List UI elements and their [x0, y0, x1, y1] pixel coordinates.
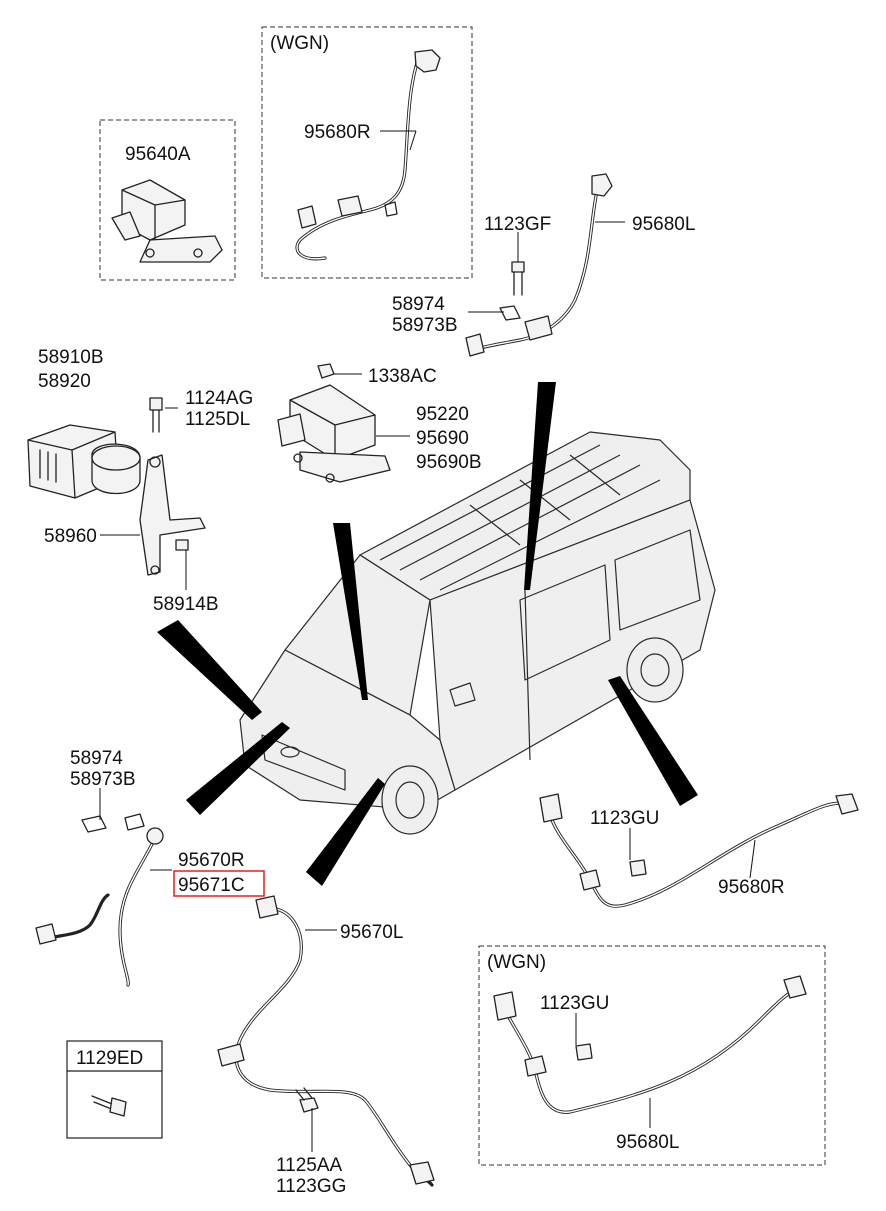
- label-95680L-top: 95680L: [632, 214, 695, 235]
- control-module-95220: [277, 363, 391, 483]
- label-1129ED: 1129ED: [76, 1048, 143, 1069]
- pointer-wedge-2: [333, 523, 368, 700]
- label-58973B-top: 58973B: [392, 315, 458, 336]
- label-1125AA: 1125AA: [276, 1155, 343, 1176]
- label-1123GF: 1123GF: [484, 214, 551, 235]
- pointer-wedge-1: [524, 382, 556, 590]
- label-58910B: 58910B: [38, 347, 104, 368]
- label-95690: 95690: [416, 428, 469, 449]
- label-wgn-bottom: (WGN): [487, 952, 546, 973]
- label-1123GU-bottom: 1123GU: [540, 993, 609, 1014]
- rear-right-sensor-95680R: [539, 793, 859, 908]
- label-95640A: 95640A: [125, 144, 191, 165]
- pointer-wedge-5: [306, 778, 385, 886]
- bolt-1129ED: [91, 1095, 127, 1117]
- highlight-box-95671C: [173, 870, 265, 897]
- label-58974-bottom: 58974: [70, 748, 123, 769]
- wgn-wheel-speed-sensor-rear-right: [295, 49, 441, 261]
- label-95220: 95220: [416, 404, 469, 425]
- wgn-bottom-box: [478, 945, 826, 1166]
- front-right-sensor-95670R: [35, 813, 164, 987]
- label-1123GU-mid: 1123GU: [590, 808, 659, 829]
- abs-hydraulic-unit: [27, 424, 141, 499]
- leader-lines: [99, 130, 756, 1152]
- front-left-sensor-95670L: [217, 895, 435, 1187]
- wgn-rear-left-sensor-95680L: [493, 975, 807, 1114]
- pointer-wedge-6: [608, 676, 698, 806]
- label-95680R-mid: 95680R: [718, 877, 785, 898]
- pointer-wedge-3: [157, 620, 262, 720]
- p1129ED-box: [66, 1040, 163, 1139]
- label-95690B: 95690B: [416, 452, 482, 473]
- label-58920: 58920: [38, 371, 91, 392]
- label-95670L: 95670L: [340, 922, 403, 943]
- label-95670R: 95670R: [178, 850, 245, 871]
- abs-bracket: [139, 397, 206, 576]
- label-58973B-bottom: 58973B: [70, 769, 136, 790]
- label-58960: 58960: [44, 526, 97, 547]
- label-wgn-top: (WGN): [270, 33, 329, 54]
- label-1123GG: 1123GG: [276, 1176, 346, 1197]
- wheel-speed-sensor-rear-left-top: [465, 173, 613, 357]
- part-labels: (WGN) 95680R 95640A 1123GF 95680L 58974 …: [38, 33, 785, 1197]
- label-1124AG: 1124AG: [185, 388, 253, 409]
- label-1338AC: 1338AC: [368, 366, 437, 387]
- label-58974-top: 58974: [392, 294, 445, 315]
- label-95671C: 95671C: [178, 875, 245, 896]
- label-95680L-bottom: 95680L: [616, 1132, 679, 1153]
- yaw-rate-sensor-module: [111, 179, 223, 263]
- label-1125DL: 1125DL: [185, 409, 250, 430]
- p95640A-box: [99, 119, 236, 281]
- label-58914B: 58914B: [153, 594, 219, 615]
- label-95680R-top: 95680R: [304, 122, 371, 143]
- pointer-wedge-4: [186, 722, 290, 815]
- vehicle-van: [239, 431, 716, 835]
- wgn-top-box: [261, 26, 473, 279]
